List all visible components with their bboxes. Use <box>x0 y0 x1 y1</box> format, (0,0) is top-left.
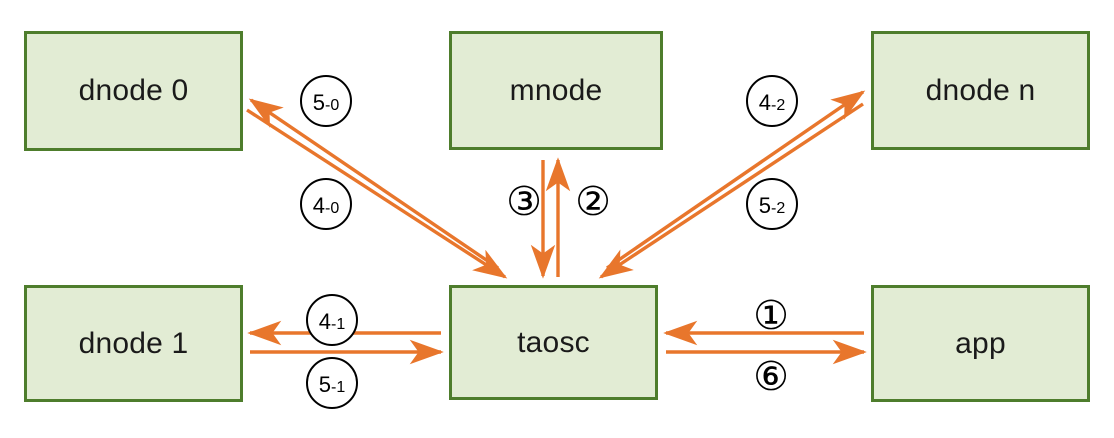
step-badge-sub: -0 <box>325 200 340 217</box>
step-badge-5-2[interactable]: 5-2 <box>746 178 798 230</box>
step-badge-main: 5 <box>318 372 331 397</box>
node-dnode-n[interactable]: dnode n <box>871 31 1090 150</box>
node-app[interactable]: app <box>871 285 1090 402</box>
node-label: taosc <box>517 325 590 359</box>
step-badge-4-1[interactable]: 4-1 <box>306 294 358 346</box>
node-taosc[interactable]: taosc <box>449 285 658 400</box>
node-label: dnode n <box>925 73 1036 107</box>
node-label: dnode 1 <box>78 326 189 360</box>
step-badge-5-0[interactable]: 5-0 <box>300 75 352 127</box>
node-label: mnode <box>509 73 603 107</box>
step-badge-main: 5 <box>758 193 771 218</box>
step-badge-4-2[interactable]: 4-2 <box>746 75 798 127</box>
step-badge-3[interactable]: ③ <box>506 179 542 225</box>
step-badge-main: 4 <box>312 193 325 218</box>
step-badge-main: 5 <box>312 90 325 115</box>
step-badge-4-0[interactable]: 4-0 <box>300 178 352 230</box>
node-label: app <box>955 326 1006 360</box>
node-dnode-1[interactable]: dnode 1 <box>24 285 243 402</box>
node-mnode[interactable]: mnode <box>449 31 663 150</box>
node-label: dnode 0 <box>78 74 189 107</box>
step-badge-sub: -0 <box>325 97 340 114</box>
step-badge-sub: -1 <box>331 379 346 396</box>
step-badge-sub: -1 <box>331 316 346 333</box>
step-badge-main: 4 <box>318 309 331 334</box>
step-badge-sub: -2 <box>771 97 786 114</box>
step-badge-1[interactable]: ① <box>753 293 789 339</box>
node-dnode-0[interactable]: dnode 0 <box>24 31 243 151</box>
step-badge-5-1[interactable]: 5-1 <box>306 357 358 409</box>
step-badge-6[interactable]: ⑥ <box>753 354 789 400</box>
step-badge-2[interactable]: ② <box>575 179 611 225</box>
step-badge-sub: -2 <box>771 200 786 217</box>
step-badge-main: 4 <box>758 90 771 115</box>
